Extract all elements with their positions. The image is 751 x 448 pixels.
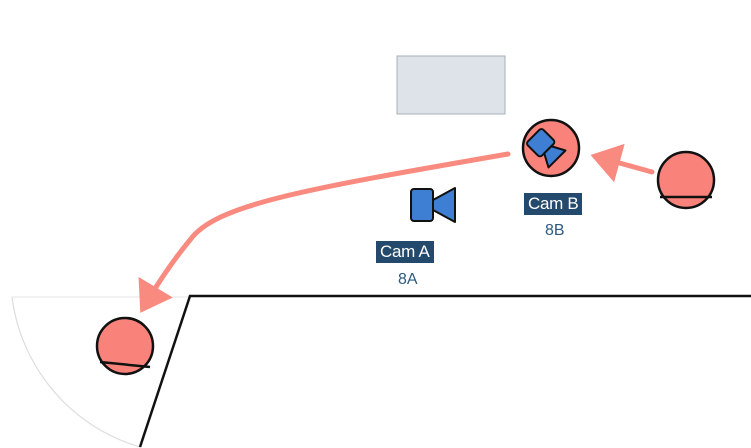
actor-bottom-left [95,316,155,376]
set-wall [138,294,751,448]
camera-b-icon[interactable] [525,127,567,169]
field-of-view-arc [11,296,141,448]
actor-right [656,150,716,210]
movement-arrow-long [138,151,511,313]
camera-a-icon[interactable] [410,187,456,223]
camera-b-id: 8B [545,222,565,239]
camera-b-label: Cam B [524,193,583,215]
camera-a-id: 8A [398,271,418,288]
movement-arrow-short [590,143,655,183]
set-prop-rectangle [396,55,506,115]
camera-a-label: Cam A [376,241,434,263]
